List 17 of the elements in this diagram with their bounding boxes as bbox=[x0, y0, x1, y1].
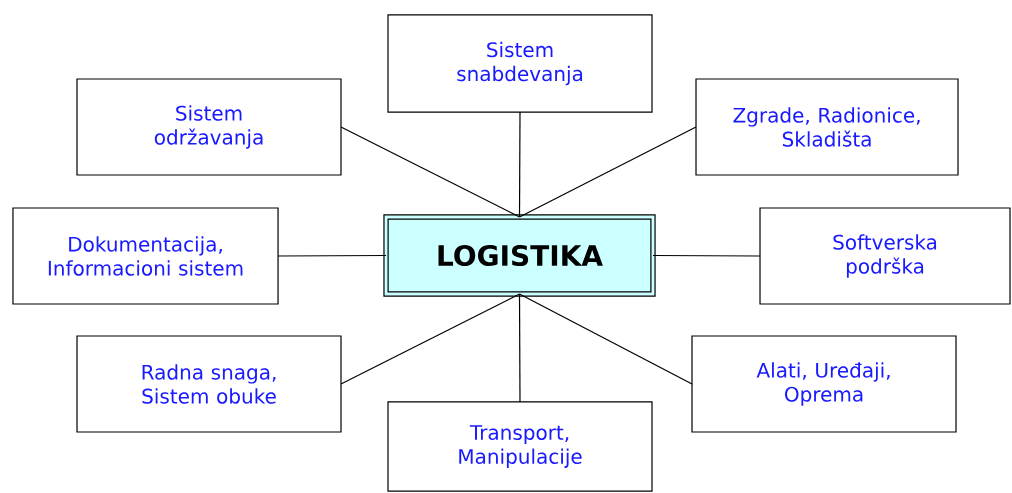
connector-line bbox=[518, 293, 693, 385]
title-box: LOGISTIKA bbox=[383, 214, 656, 297]
topic-box: Radna snaga, Sistem obuke bbox=[76, 335, 342, 433]
connector-line bbox=[277, 254, 387, 257]
topic-box: Transport, Manipulacije bbox=[387, 401, 653, 492]
topic-box: Sistem održavanja bbox=[76, 78, 342, 176]
connector-line bbox=[518, 126, 697, 218]
connector-line bbox=[340, 293, 521, 385]
topic-box: Softverska podrška bbox=[759, 207, 1011, 305]
connector-line bbox=[518, 293, 521, 403]
topic-box: Dokumentacija, Informacioni sistem bbox=[12, 207, 279, 305]
connector-line bbox=[340, 126, 521, 218]
topic-box: Alati, Uređaji, Oprema bbox=[691, 335, 957, 433]
topic-box: Zgrade, Radionice, Skladišta bbox=[695, 78, 959, 176]
topic-box: Sistem snabdevanja bbox=[387, 14, 653, 113]
connector-line bbox=[652, 254, 761, 257]
connector-line bbox=[518, 111, 521, 218]
